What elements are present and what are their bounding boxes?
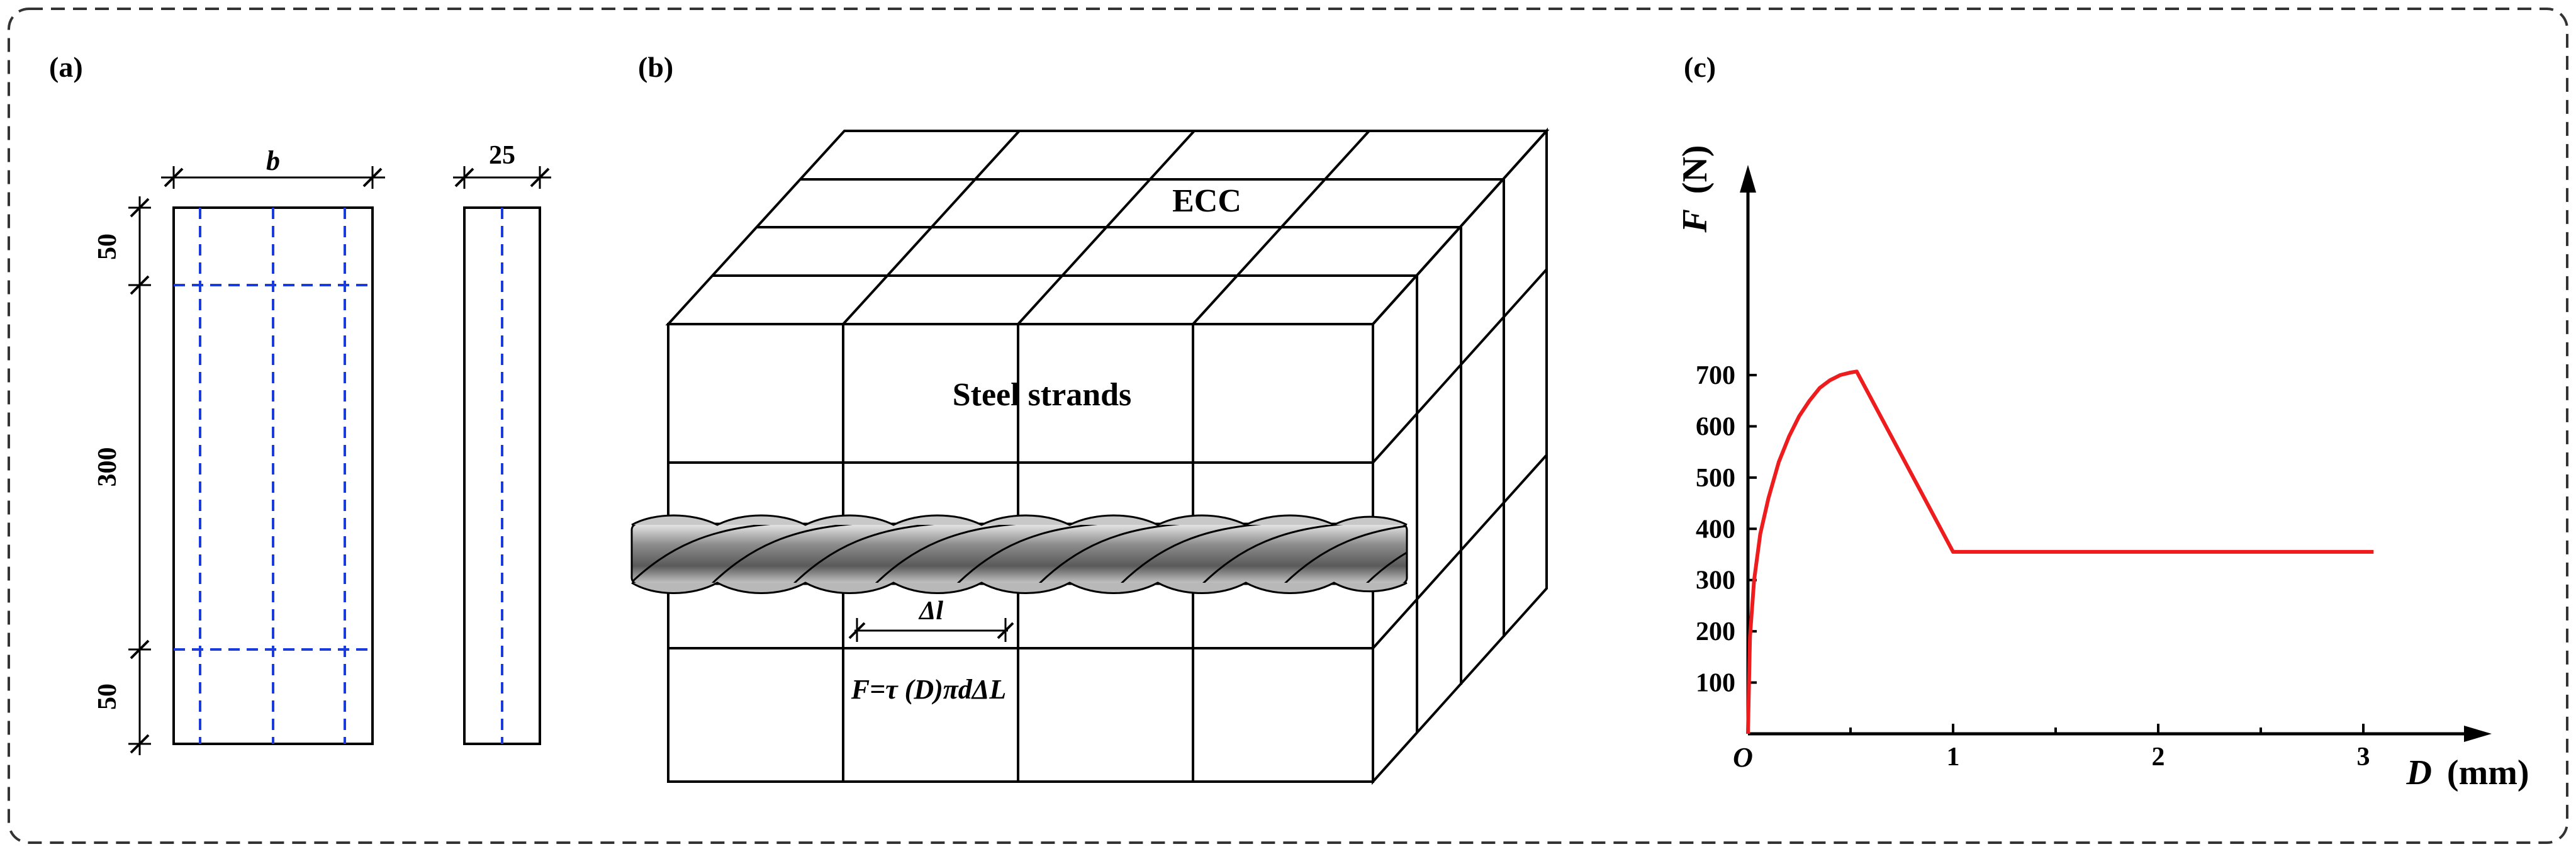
- y-tick-label: 400: [1696, 515, 1735, 544]
- x-axis-arrow: [2464, 726, 2492, 742]
- figure-frame: [8, 8, 2568, 844]
- dimension-vertical: [128, 196, 151, 755]
- force-displacement-chart: F (N) D (mm) O 1 2 3 100 200 300 400 500 600 700: [1676, 145, 2529, 792]
- steel-strands-label: Steel strands: [953, 377, 1132, 413]
- ecc-block: [665, 127, 1550, 785]
- dimension-top-label: 50: [93, 233, 122, 260]
- dimension-thickness: [453, 166, 551, 189]
- panel-c: (c) F (N) D (mm) O 1 2 3 100 200 300 400 500 600…: [1676, 51, 2529, 792]
- y-axis-unit: (N): [1676, 145, 1715, 194]
- panel-b: (b): [630, 51, 1550, 785]
- x-axis-title: D (mm): [2405, 753, 2529, 792]
- x-tick-label: 1: [1947, 743, 1960, 772]
- x-tick-label: 3: [2357, 743, 2370, 772]
- panel-a-label: (a): [49, 51, 83, 83]
- dimension-bottom-label: 50: [93, 683, 122, 710]
- y-axis-arrow: [1740, 165, 1756, 193]
- y-axis-var: F: [1676, 209, 1715, 233]
- dimension-middle-label: 300: [93, 447, 122, 487]
- rebar-grid-front: [174, 208, 372, 744]
- y-tick-label: 700: [1696, 361, 1735, 390]
- delta-l-label: Δl: [918, 597, 943, 626]
- y-tick-label: 500: [1696, 464, 1735, 493]
- y-axis-title: F (N): [1676, 145, 1715, 233]
- ecc-label: ECC: [1172, 183, 1241, 219]
- dimension-thickness-label: 25: [489, 141, 515, 170]
- x-tick-label: 2: [2152, 743, 2165, 772]
- panel-a: (a) b 25: [49, 51, 551, 755]
- steel-strand: [630, 514, 1408, 594]
- delta-l-dimension: [848, 618, 1014, 642]
- y-tick-label: 100: [1696, 669, 1735, 698]
- y-tick-label: 300: [1696, 566, 1735, 595]
- panel-c-label: (c): [1684, 51, 1716, 83]
- dimension-b-label: b: [266, 145, 280, 176]
- force-displacement-curve: [1746, 369, 2374, 734]
- y-tick-label: 600: [1696, 412, 1735, 441]
- x-axis-var: D: [2405, 753, 2431, 792]
- y-tick-label: 200: [1696, 617, 1735, 646]
- panel-b-label: (b): [638, 51, 673, 83]
- dimension-b: [161, 166, 385, 189]
- svg-text:F (N): F (N): [1676, 145, 1715, 233]
- x-axis-unit: (mm): [2447, 753, 2529, 792]
- bond-force-formula: F=τ (D)πdΔL: [851, 674, 1007, 705]
- origin-label: O: [1733, 742, 1753, 773]
